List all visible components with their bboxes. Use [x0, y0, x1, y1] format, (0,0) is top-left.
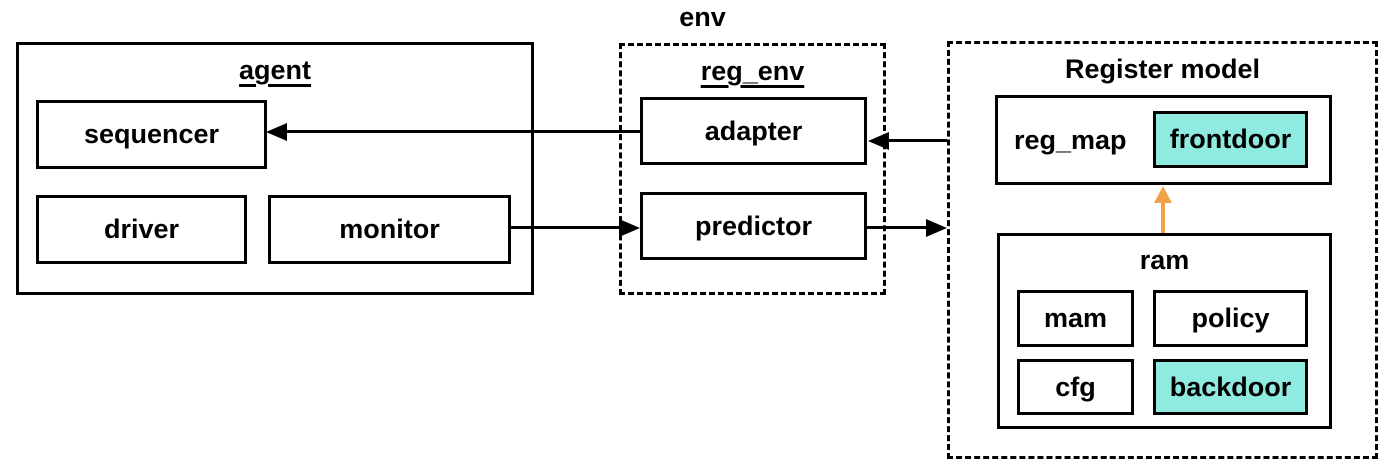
backdoor-label: backdoor — [1169, 371, 1292, 402]
adapter-label: adapter — [704, 115, 803, 146]
arrowhead-left-icon — [868, 131, 889, 150]
mam-node: mam — [1017, 290, 1134, 347]
reg-env-group-box: reg_env adapter predictor — [619, 43, 886, 295]
register-model-group-title: Register model — [1064, 54, 1261, 84]
arrow-line — [1161, 200, 1165, 233]
frontdoor-node: frontdoor — [1153, 111, 1308, 168]
predictor-label: predictor — [694, 210, 813, 241]
predictor-node: predictor — [640, 192, 867, 260]
monitor-node: monitor — [268, 195, 511, 264]
reg-env-group-title: reg_env — [700, 56, 805, 86]
arrow-line — [284, 130, 640, 133]
mam-label: mam — [1043, 303, 1108, 333]
backdoor-node: backdoor — [1153, 359, 1308, 415]
arrowhead-right-icon — [619, 218, 640, 237]
ram-title: ram — [1139, 245, 1190, 275]
agent-group-title: agent — [238, 55, 311, 85]
arrow-line — [867, 226, 929, 229]
arrow-line — [508, 226, 622, 229]
adapter-node: adapter — [640, 97, 867, 165]
arrowhead-left-icon — [266, 122, 287, 141]
cfg-node: cfg — [1017, 359, 1134, 415]
frontdoor-label: frontdoor — [1169, 124, 1292, 154]
env-label: env — [679, 2, 726, 32]
arrow-line — [886, 139, 947, 142]
policy-node: policy — [1153, 290, 1308, 347]
sequencer-label: sequencer — [83, 119, 220, 149]
reg-map-label: reg_map — [1014, 124, 1127, 155]
sequencer-node: sequencer — [36, 100, 267, 169]
arrowhead-right-icon — [926, 218, 947, 237]
register-model-group-box: Register model reg_map frontdoor ram mam… — [947, 41, 1378, 459]
driver-label: driver — [103, 214, 180, 244]
policy-label: policy — [1191, 303, 1270, 333]
ram-box: ram mam policy cfg backdoor — [997, 233, 1332, 429]
agent-group-box: agent sequencer driver monitor — [16, 42, 534, 295]
reg-map-box: reg_map frontdoor — [995, 95, 1332, 185]
monitor-label: monitor — [339, 214, 440, 244]
arrowhead-up-icon — [1154, 186, 1172, 203]
cfg-label: cfg — [1055, 371, 1096, 402]
driver-node: driver — [36, 195, 247, 264]
